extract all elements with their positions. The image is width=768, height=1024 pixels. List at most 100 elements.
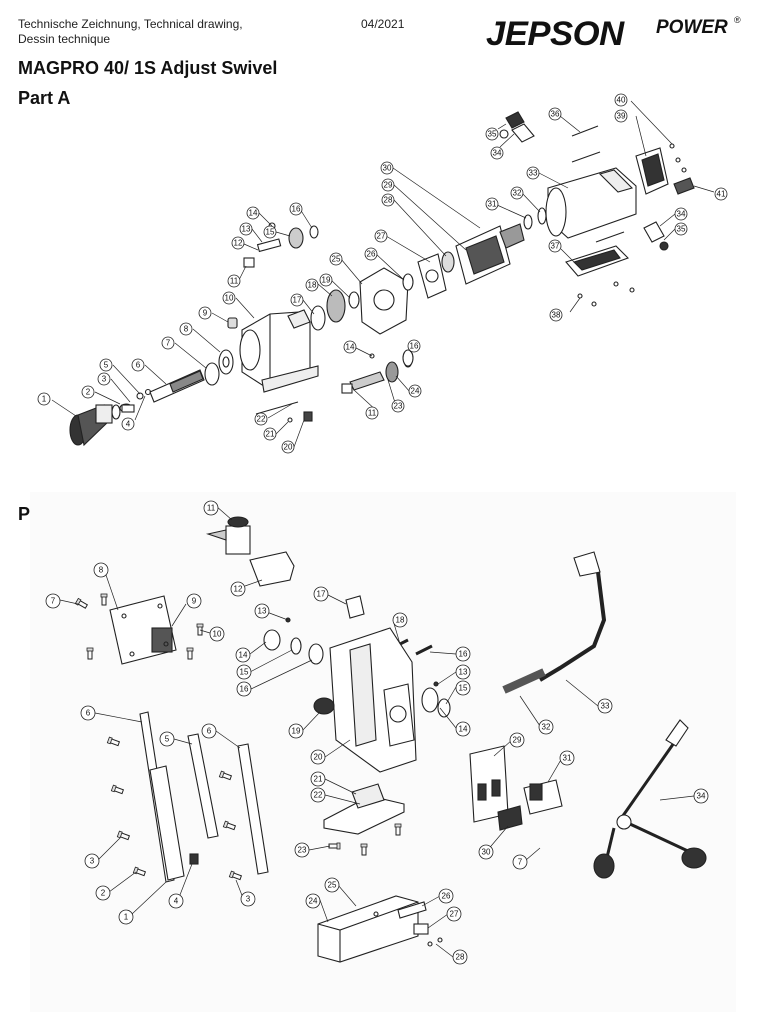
callout-a-33-text: 33 bbox=[529, 169, 538, 178]
callout-b-3b: 3 bbox=[240, 891, 256, 907]
callout-a-35b: 35 bbox=[674, 222, 688, 236]
callout-a-24: 24 bbox=[408, 384, 422, 398]
callout-b-8-text: 8 bbox=[99, 566, 104, 575]
callout-a-22: 22 bbox=[254, 412, 268, 426]
callout-a-34b: 34 bbox=[674, 207, 688, 221]
callout-a-30: 30 bbox=[380, 161, 394, 175]
part-b-cable bbox=[502, 551, 607, 694]
callout-b-4: 4 bbox=[168, 893, 184, 909]
callout-a-19-text: 19 bbox=[322, 276, 331, 285]
logo-registered: ® bbox=[734, 15, 741, 25]
callout-a-35: 35 bbox=[485, 127, 499, 141]
callout-a-32: 32 bbox=[510, 186, 524, 200]
callout-b-13b: 13 bbox=[455, 664, 471, 680]
callout-a-34: 34 bbox=[490, 146, 504, 160]
part-a-leaders bbox=[51, 100, 715, 448]
callout-a-11: 11 bbox=[227, 274, 241, 288]
callout-b-6: 6 bbox=[80, 705, 96, 721]
callout-a-21: 21 bbox=[263, 427, 277, 441]
callout-b-21: 21 bbox=[310, 771, 326, 787]
part-b-callouts: 1 2 3 4 5 6 6 7 8 9 10 11 12 13 13 14 14… bbox=[45, 500, 709, 965]
callout-a-10: 10 bbox=[222, 291, 236, 305]
callout-b-12: 12 bbox=[230, 581, 246, 597]
callout-b-15: 15 bbox=[236, 664, 252, 680]
callout-a-35-text: 35 bbox=[488, 130, 497, 139]
callout-a-16b: 16 bbox=[407, 339, 421, 353]
callout-a-41: 41 bbox=[714, 187, 728, 201]
callout-a-25-text: 25 bbox=[332, 255, 341, 264]
callout-b-15b-text: 15 bbox=[459, 684, 468, 693]
callout-b-29-text: 29 bbox=[513, 736, 522, 745]
callout-b-7: 7 bbox=[45, 593, 61, 609]
callout-a-9: 9 bbox=[198, 306, 212, 320]
callout-b-32-text: 32 bbox=[542, 723, 551, 732]
callout-a-14-text: 14 bbox=[249, 209, 258, 218]
callout-a-36-text: 36 bbox=[551, 110, 560, 119]
callout-b-1: 1 bbox=[118, 909, 134, 925]
callout-a-31-text: 31 bbox=[488, 200, 497, 209]
callout-b-16b-text: 16 bbox=[459, 650, 468, 659]
callout-b-17-text: 17 bbox=[317, 590, 326, 599]
callout-b-29: 29 bbox=[509, 732, 525, 748]
callout-a-38: 38 bbox=[549, 308, 563, 322]
callout-a-6-text: 6 bbox=[136, 361, 141, 370]
callout-a-1-text: 1 bbox=[42, 395, 47, 404]
part-a-chuck bbox=[69, 404, 121, 447]
callout-b-20-text: 20 bbox=[314, 753, 323, 762]
callout-a-39: 39 bbox=[614, 109, 628, 123]
callout-b-23: 23 bbox=[294, 842, 310, 858]
callout-a-30-text: 30 bbox=[383, 164, 392, 173]
callout-b-18: 18 bbox=[392, 612, 408, 628]
header-date: 04/2021 bbox=[361, 17, 405, 31]
callout-b-3-text: 3 bbox=[90, 857, 95, 866]
callout-a-11b: 11 bbox=[365, 406, 379, 420]
callout-a-12: 12 bbox=[231, 236, 245, 250]
callout-a-34b-text: 34 bbox=[677, 210, 686, 219]
callout-a-14: 14 bbox=[246, 206, 260, 220]
callout-a-16b-text: 16 bbox=[410, 342, 419, 351]
callout-b-15-text: 15 bbox=[240, 668, 249, 677]
part-b-main-body bbox=[329, 627, 417, 773]
callout-b-27: 27 bbox=[446, 906, 462, 922]
callout-b-22-text: 22 bbox=[314, 791, 323, 800]
callout-b-28: 28 bbox=[452, 949, 468, 965]
callout-a-37-text: 37 bbox=[551, 242, 560, 251]
part-a-drawing bbox=[69, 111, 695, 447]
callout-a-20: 20 bbox=[281, 440, 295, 454]
callout-b-24: 24 bbox=[305, 893, 321, 909]
callout-a-21-text: 21 bbox=[266, 430, 275, 439]
callout-b-25: 25 bbox=[324, 877, 340, 893]
callout-a-8-text: 8 bbox=[184, 325, 189, 334]
callout-b-19: 19 bbox=[288, 723, 304, 739]
callout-a-10-text: 10 bbox=[225, 294, 234, 303]
callout-b-15b: 15 bbox=[455, 680, 471, 696]
callout-b-16-text: 16 bbox=[240, 685, 249, 694]
callout-a-14b-text: 14 bbox=[346, 343, 355, 352]
callout-a-9-text: 9 bbox=[203, 309, 208, 318]
callout-a-4-text: 4 bbox=[126, 420, 131, 429]
callout-a-16: 16 bbox=[289, 202, 303, 216]
callout-a-31: 31 bbox=[485, 197, 499, 211]
callout-b-8: 8 bbox=[93, 562, 109, 578]
callout-a-13: 13 bbox=[239, 222, 253, 236]
callout-a-40-text: 40 bbox=[617, 96, 626, 105]
callout-a-7: 7 bbox=[161, 336, 175, 350]
callout-a-29-text: 29 bbox=[384, 181, 393, 190]
callout-b-30-text: 30 bbox=[482, 848, 491, 857]
callout-b-5-text: 5 bbox=[165, 735, 170, 744]
part-a-armature bbox=[455, 223, 525, 285]
callout-b-13b-text: 13 bbox=[459, 668, 468, 677]
callout-b-11: 11 bbox=[203, 500, 219, 516]
callout-b-17: 17 bbox=[313, 586, 329, 602]
callout-a-33: 33 bbox=[526, 166, 540, 180]
header-line-2: Dessin technique bbox=[18, 32, 111, 46]
callout-b-19-text: 19 bbox=[292, 727, 301, 736]
callout-b-26-text: 26 bbox=[442, 892, 451, 901]
callout-a-41-text: 41 bbox=[717, 190, 726, 199]
callout-a-5: 5 bbox=[99, 358, 113, 372]
callout-b-2: 2 bbox=[95, 885, 111, 901]
callout-a-22-text: 22 bbox=[257, 415, 266, 424]
callout-a-28-text: 28 bbox=[384, 196, 393, 205]
callout-a-17-text: 17 bbox=[293, 296, 302, 305]
